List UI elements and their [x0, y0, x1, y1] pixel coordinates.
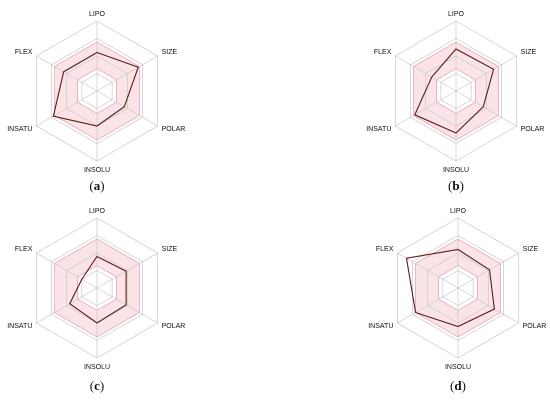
- axis-label-insolu: INSOLU: [84, 167, 110, 174]
- data-polygon: [405, 248, 495, 328]
- axis-label-insatu: INSATU: [366, 126, 391, 133]
- axis-label-polar: POLAR: [162, 323, 186, 330]
- axis-label-insolu: INSOLU: [443, 167, 469, 174]
- axis-spoke: [457, 252, 519, 289]
- axis-spoke: [397, 252, 459, 289]
- radar-panel-a: LIPO SIZE POLAR INSOLU INSATU FLEX (a): [7, 11, 185, 193]
- axis-label-size: SIZE: [162, 246, 178, 253]
- axis-label-lipo: LIPO: [448, 11, 465, 18]
- axis-spoke: [397, 287, 459, 324]
- axis-label-insatu: INSATU: [368, 323, 393, 330]
- axis-spoke: [36, 55, 98, 92]
- axis-label-size: SIZE: [523, 246, 539, 253]
- axis-label-flex: FLEX: [15, 49, 33, 56]
- axis-label-polar: POLAR: [523, 323, 547, 330]
- data-polygon: [69, 255, 127, 324]
- radar-panel-d: LIPO SIZE POLAR INSOLU INSATU FLEX (d): [368, 208, 546, 393]
- axis-label-lipo: LIPO: [89, 208, 106, 215]
- axis-spoke: [395, 90, 457, 127]
- axis-spoke: [395, 55, 457, 92]
- axis-spoke: [457, 287, 519, 324]
- panel-caption: (a): [89, 178, 104, 193]
- axis-label-flex: FLEX: [374, 49, 392, 56]
- axis-spoke: [455, 90, 517, 127]
- axis-spoke: [96, 287, 158, 324]
- axis-label-size: SIZE: [521, 49, 537, 56]
- axis-label-polar: POLAR: [162, 126, 186, 133]
- data-polygon: [52, 51, 139, 127]
- panel-caption: (d): [450, 378, 466, 393]
- data-polygon: [414, 48, 495, 134]
- axis-label-insatu: INSATU: [7, 126, 32, 133]
- axis-spoke: [455, 55, 517, 92]
- axis-spoke: [36, 252, 98, 289]
- axis-label-size: SIZE: [162, 49, 178, 56]
- panel-caption: (c): [90, 378, 104, 393]
- axis-spoke: [96, 55, 158, 92]
- axis-label-insolu: INSOLU: [84, 364, 110, 371]
- axis-label-insolu: INSOLU: [445, 364, 471, 371]
- radar-panel-b: LIPO SIZE POLAR INSOLU INSATU FLEX (b): [366, 11, 544, 193]
- panel-caption: (b): [448, 178, 464, 193]
- axis-label-lipo: LIPO: [89, 11, 106, 18]
- axis-label-flex: FLEX: [15, 246, 33, 253]
- axis-spoke: [36, 287, 98, 324]
- axis-spoke: [36, 90, 98, 127]
- axis-label-flex: FLEX: [376, 246, 394, 253]
- axis-label-insatu: INSATU: [7, 323, 32, 330]
- axis-spoke: [96, 90, 158, 127]
- axis-spoke: [96, 252, 158, 289]
- axis-label-polar: POLAR: [521, 126, 545, 133]
- axis-label-lipo: LIPO: [450, 208, 467, 215]
- radar-panel-c: LIPO SIZE POLAR INSOLU INSATU FLEX (c): [7, 208, 185, 393]
